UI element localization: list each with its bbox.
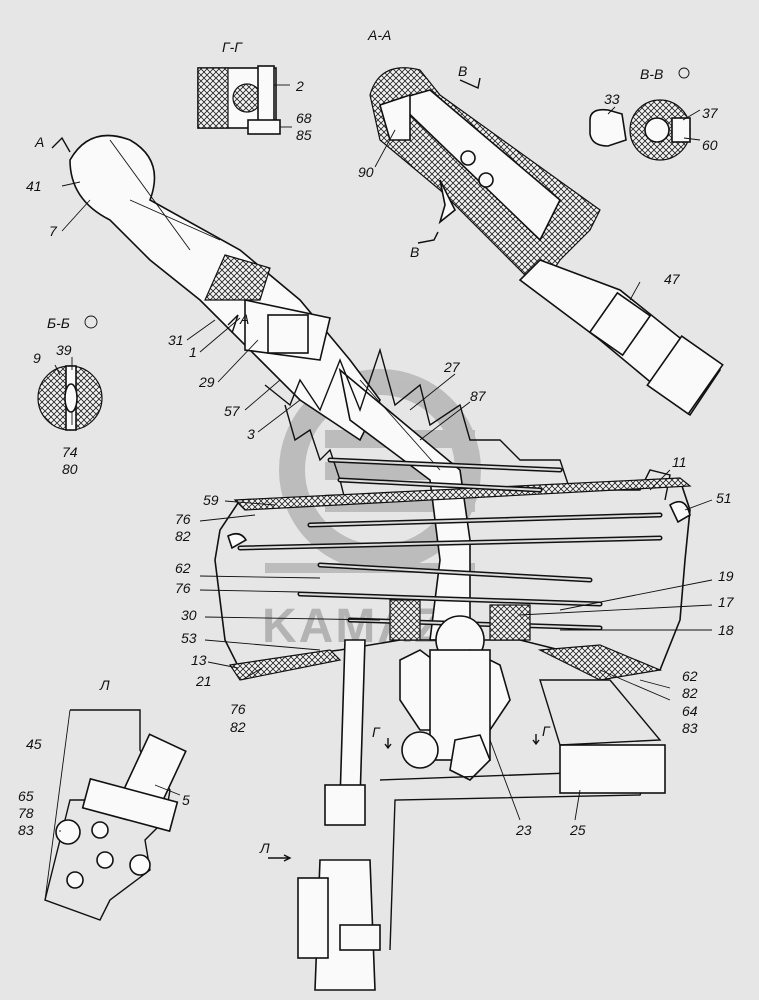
callout-64: 64 [682, 703, 698, 719]
marker-g-left: Г [372, 724, 381, 740]
callout-87: 87 [470, 388, 487, 404]
callout-83-a: 83 [682, 720, 698, 736]
callout-2: 2 [295, 78, 304, 94]
callout-21: 21 [195, 673, 212, 689]
callout-9: 9 [33, 350, 41, 366]
marker-a-top: А [34, 134, 44, 150]
section-title-aa: А-А [367, 27, 391, 43]
callout-47: 47 [664, 271, 681, 287]
callout-82-c: 82 [682, 685, 698, 701]
callout-11: 11 [672, 454, 687, 470]
callout-53: 53 [181, 630, 197, 646]
callout-31: 31 [168, 332, 184, 348]
callout-80: 80 [62, 461, 78, 477]
callout-83-b: 83 [18, 822, 34, 838]
callout-82-a: 82 [175, 528, 191, 544]
callout-57: 57 [224, 403, 241, 419]
section-aa-view [369, 67, 724, 417]
marker-v-top: В [458, 63, 467, 79]
callout-90: 90 [358, 164, 374, 180]
callout-23: 23 [515, 822, 532, 838]
callout-7: 7 [49, 223, 58, 239]
callout-27: 27 [443, 359, 461, 375]
callout-68: 68 [296, 110, 312, 126]
marker-v-bot: В [410, 244, 419, 260]
gear-lever-assembly [69, 134, 471, 641]
section-vv-view [589, 67, 691, 161]
callout-62-a: 62 [175, 560, 191, 576]
callout-29: 29 [198, 374, 215, 390]
callout-33: 33 [604, 91, 620, 107]
section-title-bb: Б-Б [47, 315, 70, 331]
callout-62-b: 62 [682, 668, 698, 684]
callout-5: 5 [182, 792, 190, 808]
section-title-vv: В-В [640, 66, 663, 82]
view-l-detail [44, 709, 187, 921]
callout-18: 18 [718, 622, 734, 638]
callout-65: 65 [18, 788, 34, 804]
callout-3: 3 [247, 426, 255, 442]
section-cut-markers [51, 77, 540, 862]
callout-37: 37 [702, 105, 719, 121]
leader-lines [54, 106, 713, 832]
callout-78: 78 [18, 805, 34, 821]
callout-13: 13 [191, 652, 207, 668]
callout-76-c: 76 [230, 701, 246, 717]
callout-1: 1 [189, 344, 197, 360]
callout-59: 59 [203, 492, 219, 508]
callout-82-b: 82 [230, 719, 246, 735]
callout-17: 17 [718, 594, 735, 610]
callout-51: 51 [716, 490, 732, 506]
callout-19: 19 [718, 568, 734, 584]
marker-g-right: Г [542, 723, 551, 739]
marker-l-arrow: Л [259, 840, 270, 856]
section-title-gg: Г-Г [222, 39, 243, 55]
callout-85: 85 [296, 127, 312, 143]
callout-30: 30 [181, 607, 197, 623]
callout-74: 74 [62, 444, 78, 460]
callout-25: 25 [569, 822, 586, 838]
section-gg-view [197, 65, 292, 135]
section-bb-view [37, 315, 103, 431]
callout-45: 45 [26, 736, 42, 752]
callout-41: 41 [26, 178, 42, 194]
marker-a-mid: А [239, 311, 249, 327]
lower-mechanism [228, 599, 666, 991]
callout-39: 39 [56, 342, 72, 358]
callout-60: 60 [702, 137, 718, 153]
callout-76-a: 76 [175, 511, 191, 527]
return-springs [237, 457, 663, 631]
callout-76-b: 76 [175, 580, 191, 596]
section-title-l: Л [99, 677, 110, 693]
